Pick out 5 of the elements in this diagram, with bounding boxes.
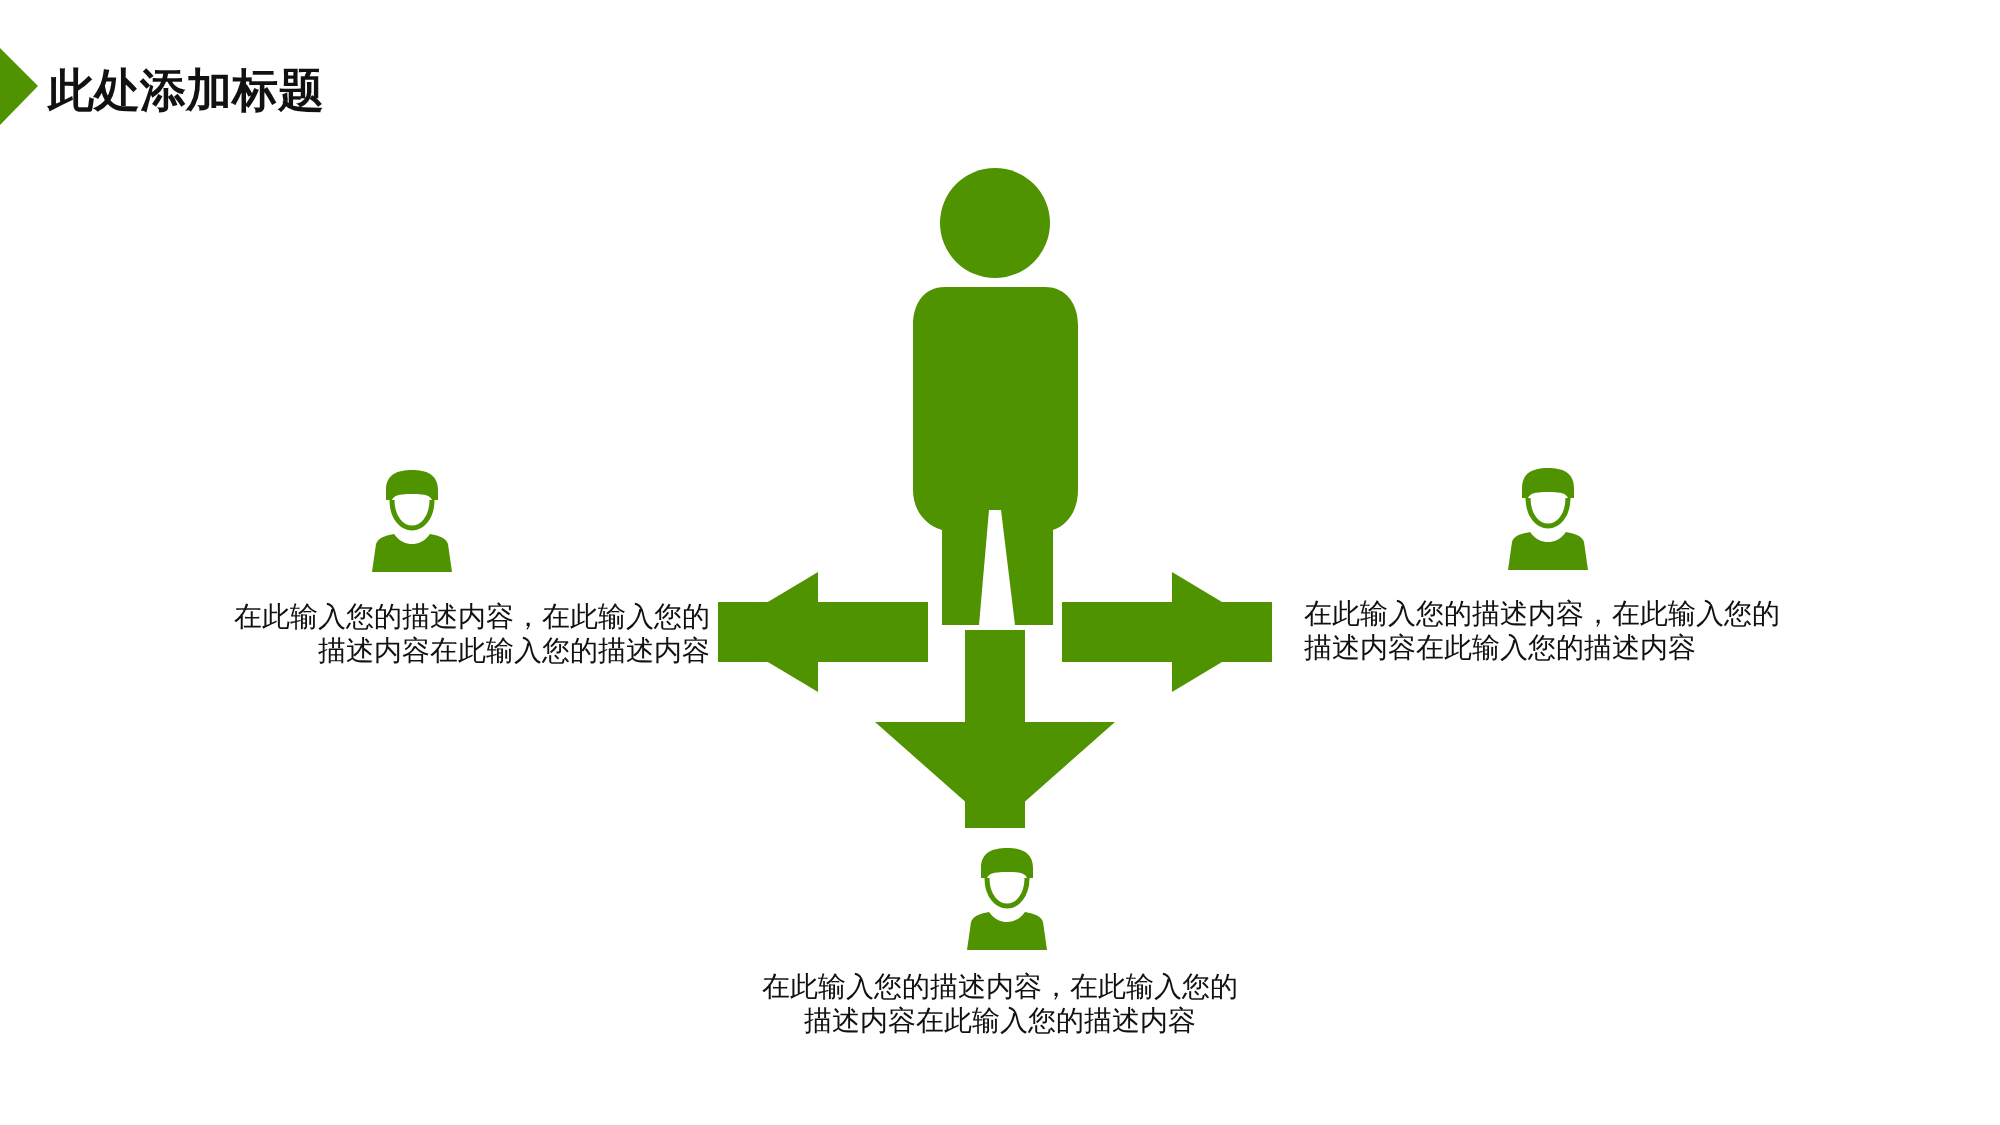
description-text: 在此输入您的描述内容，在此输入您的描述内容在此输入您的描述内容 xyxy=(761,970,1239,1038)
block-arrow xyxy=(875,630,1115,828)
description-text: 在此输入您的描述内容，在此输入您的描述内容在此输入您的描述内容 xyxy=(1304,597,1781,665)
slide-title: 此处添加标题 xyxy=(48,62,324,119)
description-text: 在此输入您的描述内容，在此输入您的描述内容在此输入您的描述内容 xyxy=(233,600,710,668)
